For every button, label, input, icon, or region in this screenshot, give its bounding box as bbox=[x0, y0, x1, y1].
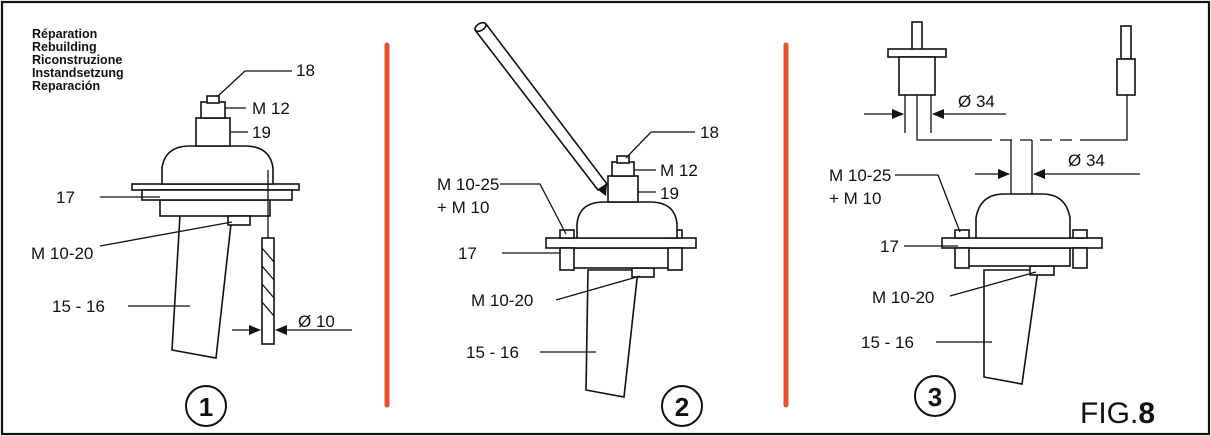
shaft bbox=[195, 117, 231, 147]
leader-screw-top bbox=[500, 183, 567, 235]
small-tool-body bbox=[1116, 58, 1136, 96]
label-screw-top-2: + M 10 bbox=[829, 189, 881, 208]
label-tool-diameter: Ø 34 bbox=[958, 92, 995, 111]
label-tube: 15 - 16 bbox=[466, 343, 519, 362]
tool-collar bbox=[887, 48, 947, 58]
bolt-nut bbox=[559, 247, 575, 271]
guide-bracket bbox=[916, 95, 1128, 141]
step-circle-3 bbox=[914, 375, 956, 417]
title-block: Réparation Rebuilding Riconstruzione Ins… bbox=[32, 27, 124, 93]
title-line: Réparation bbox=[32, 27, 97, 41]
panel-1: 18 M 12 19 17 M 10-20 15 - 16 Ø 10 1 bbox=[31, 61, 352, 427]
label-tube: 15 - 16 bbox=[52, 297, 105, 316]
figure-prefix: FIG. bbox=[1080, 397, 1138, 430]
lower-block bbox=[159, 199, 271, 217]
tube bbox=[171, 214, 233, 359]
lower-body bbox=[961, 247, 1071, 267]
tool-body bbox=[898, 56, 936, 96]
dome bbox=[576, 201, 678, 239]
label-thread: M 12 bbox=[252, 99, 290, 118]
label-drill-diameter: Ø 10 bbox=[298, 312, 335, 331]
title-line: Riconstruzione bbox=[32, 53, 122, 67]
label-screw: M 10-20 bbox=[872, 288, 934, 307]
label-hole-diameter: Ø 34 bbox=[1068, 151, 1105, 170]
step-circle-1 bbox=[185, 385, 227, 427]
lower-nut bbox=[631, 267, 655, 278]
step-number-3: 3 bbox=[928, 382, 942, 412]
pencil-end bbox=[474, 21, 487, 33]
tube bbox=[983, 269, 1039, 385]
leader-nut bbox=[625, 131, 695, 159]
lower-body bbox=[567, 247, 675, 269]
shaft bbox=[607, 175, 639, 203]
title-line: Reparación bbox=[32, 79, 100, 93]
label-thread: M 12 bbox=[660, 161, 698, 180]
figure-number: 8 bbox=[1138, 397, 1155, 430]
label-nut: 18 bbox=[296, 61, 315, 80]
bolt-head bbox=[1072, 229, 1088, 239]
panel-3: Ø 34 Ø 34 M 10-25 + M 10 17 M 10-20 15 -… bbox=[829, 21, 1140, 417]
bolt-nut bbox=[667, 247, 683, 271]
tube bbox=[585, 269, 639, 398]
dome bbox=[975, 193, 1071, 239]
label-nut: 18 bbox=[700, 123, 719, 142]
lower-nut bbox=[227, 215, 251, 226]
top-nut-cap bbox=[206, 95, 220, 104]
leader-nut bbox=[217, 70, 292, 97]
bolt-head bbox=[954, 229, 970, 239]
leader-screw bbox=[99, 221, 233, 247]
drill-flutes bbox=[261, 247, 275, 317]
leader-screw bbox=[555, 275, 641, 301]
label-screw-top-1: M 10-25 bbox=[829, 166, 891, 185]
flange-plate bbox=[941, 237, 1103, 249]
dome bbox=[161, 145, 274, 185]
tool-arbor bbox=[911, 21, 923, 51]
label-shaft: 19 bbox=[660, 184, 679, 203]
label-screw-top-2: + M 10 bbox=[437, 198, 489, 217]
flange-plate bbox=[545, 237, 697, 249]
flange-body bbox=[141, 189, 293, 201]
step-number-2: 2 bbox=[675, 392, 689, 422]
label-screw: M 10-20 bbox=[31, 244, 93, 263]
flange-plate bbox=[131, 183, 300, 191]
label-flange: 17 bbox=[56, 188, 75, 207]
label-flange: 17 bbox=[880, 237, 899, 256]
small-tool-shank bbox=[1120, 25, 1132, 60]
panel-2: 18 M 12 19 M 10-25 + M 10 17 M 10-20 15 … bbox=[437, 21, 719, 427]
leader-screw bbox=[949, 271, 1037, 297]
label-shaft: 19 bbox=[252, 123, 271, 142]
top-nut bbox=[611, 161, 635, 177]
label-flange: 17 bbox=[458, 244, 477, 263]
label-tube: 15 - 16 bbox=[861, 333, 914, 352]
pencil-tip bbox=[598, 184, 607, 196]
pencil bbox=[473, 22, 609, 192]
leader-screw-top bbox=[895, 174, 961, 233]
title-line: Instandsetzung bbox=[32, 66, 124, 80]
top-nut-cap bbox=[616, 155, 630, 164]
title-line: Rebuilding bbox=[32, 40, 97, 54]
label-screw-top-1: M 10-25 bbox=[437, 175, 499, 194]
step-number-1: 1 bbox=[199, 392, 213, 422]
bolt-head bbox=[559, 229, 575, 239]
lower-nut bbox=[1029, 265, 1055, 276]
bolt-nut bbox=[954, 247, 970, 269]
bolt-nut bbox=[1072, 247, 1088, 269]
label-screw: M 10-20 bbox=[471, 291, 533, 310]
figure-label: FIG.8 bbox=[1080, 397, 1155, 430]
step-circle-2 bbox=[661, 385, 703, 427]
top-nut bbox=[200, 101, 226, 119]
